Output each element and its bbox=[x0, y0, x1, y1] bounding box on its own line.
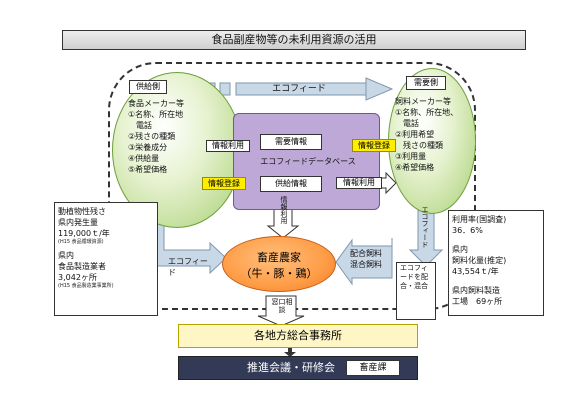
demand-lines: 飼料メーカー等 ①名称、所在地、 電話 ②利用希望 残さの種類 ③利用量 ④希望… bbox=[395, 96, 475, 173]
mix-feed-line: 配合飼料 bbox=[350, 249, 382, 258]
left-info-line: 県内 bbox=[58, 251, 74, 260]
right-info-line: 県内 bbox=[452, 245, 468, 254]
right-info-text: 利用率(国調査) 36．6% 県内 飼料化量(推定) 43,554ｔ/年 県内飼… bbox=[452, 214, 544, 307]
demand-line: ②利用希望 bbox=[395, 130, 435, 139]
eco-mix-text: エコフィードを配合・混合 bbox=[400, 264, 428, 290]
database-box bbox=[233, 113, 380, 210]
left-info-note: (H15 食品製造業事業所) bbox=[58, 283, 114, 289]
supply-line: ②残さの種類 bbox=[128, 132, 176, 141]
supply-line: ④供給量 bbox=[128, 154, 160, 163]
demand-line: 電話 bbox=[395, 119, 419, 128]
supply-header: 供給側 bbox=[129, 80, 167, 94]
consult-arrow bbox=[257, 295, 305, 327]
page-title: 食品副産物等の未利用資源の活用 bbox=[62, 30, 526, 50]
supply-line: ⑤希望価格 bbox=[128, 165, 168, 174]
database-label: エコフィードデータベース bbox=[260, 157, 356, 166]
consult-label: 窓口相談 bbox=[271, 298, 293, 314]
farm-line: （牛・豚・鶏） bbox=[240, 267, 318, 280]
mix-feed-label: 配合飼料 混合飼料 bbox=[350, 248, 390, 270]
demand-line: ①名称、所在地、 bbox=[395, 108, 459, 117]
top-arrow-label: エコフィード bbox=[272, 84, 326, 94]
left-info-line: 県内発生量 bbox=[58, 218, 98, 227]
right-info-line: 県内飼料製造 bbox=[452, 286, 500, 295]
info-use-right-label: 情報利用 bbox=[336, 177, 382, 189]
connector-arrow bbox=[284, 348, 296, 357]
left-info-line: 動植物性残さ bbox=[58, 207, 106, 216]
demand-header: 需要側 bbox=[406, 76, 446, 90]
mix-feed-line: 混合飼料 bbox=[350, 260, 382, 269]
right-info-box bbox=[448, 210, 544, 316]
left-info-note: (H15 食品循環資源) bbox=[58, 239, 104, 245]
right-info-line: 利用率(国調査) bbox=[452, 215, 507, 224]
demand-line: ④希望価格 bbox=[395, 163, 435, 172]
supply-lines: 食品メーカー等 ①名称、所在地 電話 ②残さの種類 ③栄養成分 ④供給量 ⑤希望… bbox=[128, 98, 234, 175]
right-info-line: 43,554ｔ/年 bbox=[452, 267, 499, 276]
supply-info-box: 供給情報 bbox=[260, 176, 322, 192]
supply-line: ①名称、所在地 bbox=[128, 110, 184, 119]
supply-line: 電話 bbox=[128, 121, 152, 130]
supply-line: 食品メーカー等 bbox=[128, 99, 184, 108]
info-register-right-label: 情報登録 bbox=[352, 139, 396, 152]
info-register-left-label: 情報登録 bbox=[202, 177, 246, 190]
right-info-line: 工場 69ヶ所 bbox=[452, 297, 503, 306]
info-use-vertical-label: 情報利用 bbox=[280, 196, 288, 224]
demand-line: 残さの種類 bbox=[395, 141, 443, 150]
left-info-line: 119,000ｔ/年 bbox=[58, 229, 110, 238]
demand-info-box: 需要情報 bbox=[260, 134, 322, 150]
mix-feed-arrow bbox=[335, 238, 393, 286]
eco-vertical-label: エコフィード bbox=[421, 206, 429, 248]
left-info-line: 食品製造業者 bbox=[58, 262, 106, 271]
farm-ellipse: 畜産農家 （牛・豚・鶏） bbox=[222, 236, 336, 292]
right-info-line: 飼料化量(推定) bbox=[452, 256, 507, 265]
info-use-left-label: 情報利用 bbox=[206, 140, 250, 152]
meeting-tag: 畜産課 bbox=[346, 360, 400, 376]
right-info-line: 36．6% bbox=[452, 226, 483, 235]
left-info-text: 動植物性残さ 県内発生量 119,000ｔ/年 (H15 食品循環資源) 県内 … bbox=[58, 206, 156, 289]
farm-line: 畜産農家 bbox=[257, 251, 301, 264]
top-arrow-head bbox=[365, 77, 394, 101]
bottom-left-arrow-label: エコフィード bbox=[168, 257, 208, 277]
office-bar: 各地方総合事務所 bbox=[178, 324, 418, 348]
eco-mix-box bbox=[396, 262, 436, 320]
top-arrow-block bbox=[219, 82, 231, 96]
demand-line: 飼料メーカー等 bbox=[395, 97, 451, 106]
left-info-box bbox=[54, 202, 158, 316]
supply-line: ③栄養成分 bbox=[128, 143, 168, 152]
left-info-line: 3,042ヶ所 bbox=[58, 273, 97, 282]
demand-line: ③利用量 bbox=[395, 152, 427, 161]
